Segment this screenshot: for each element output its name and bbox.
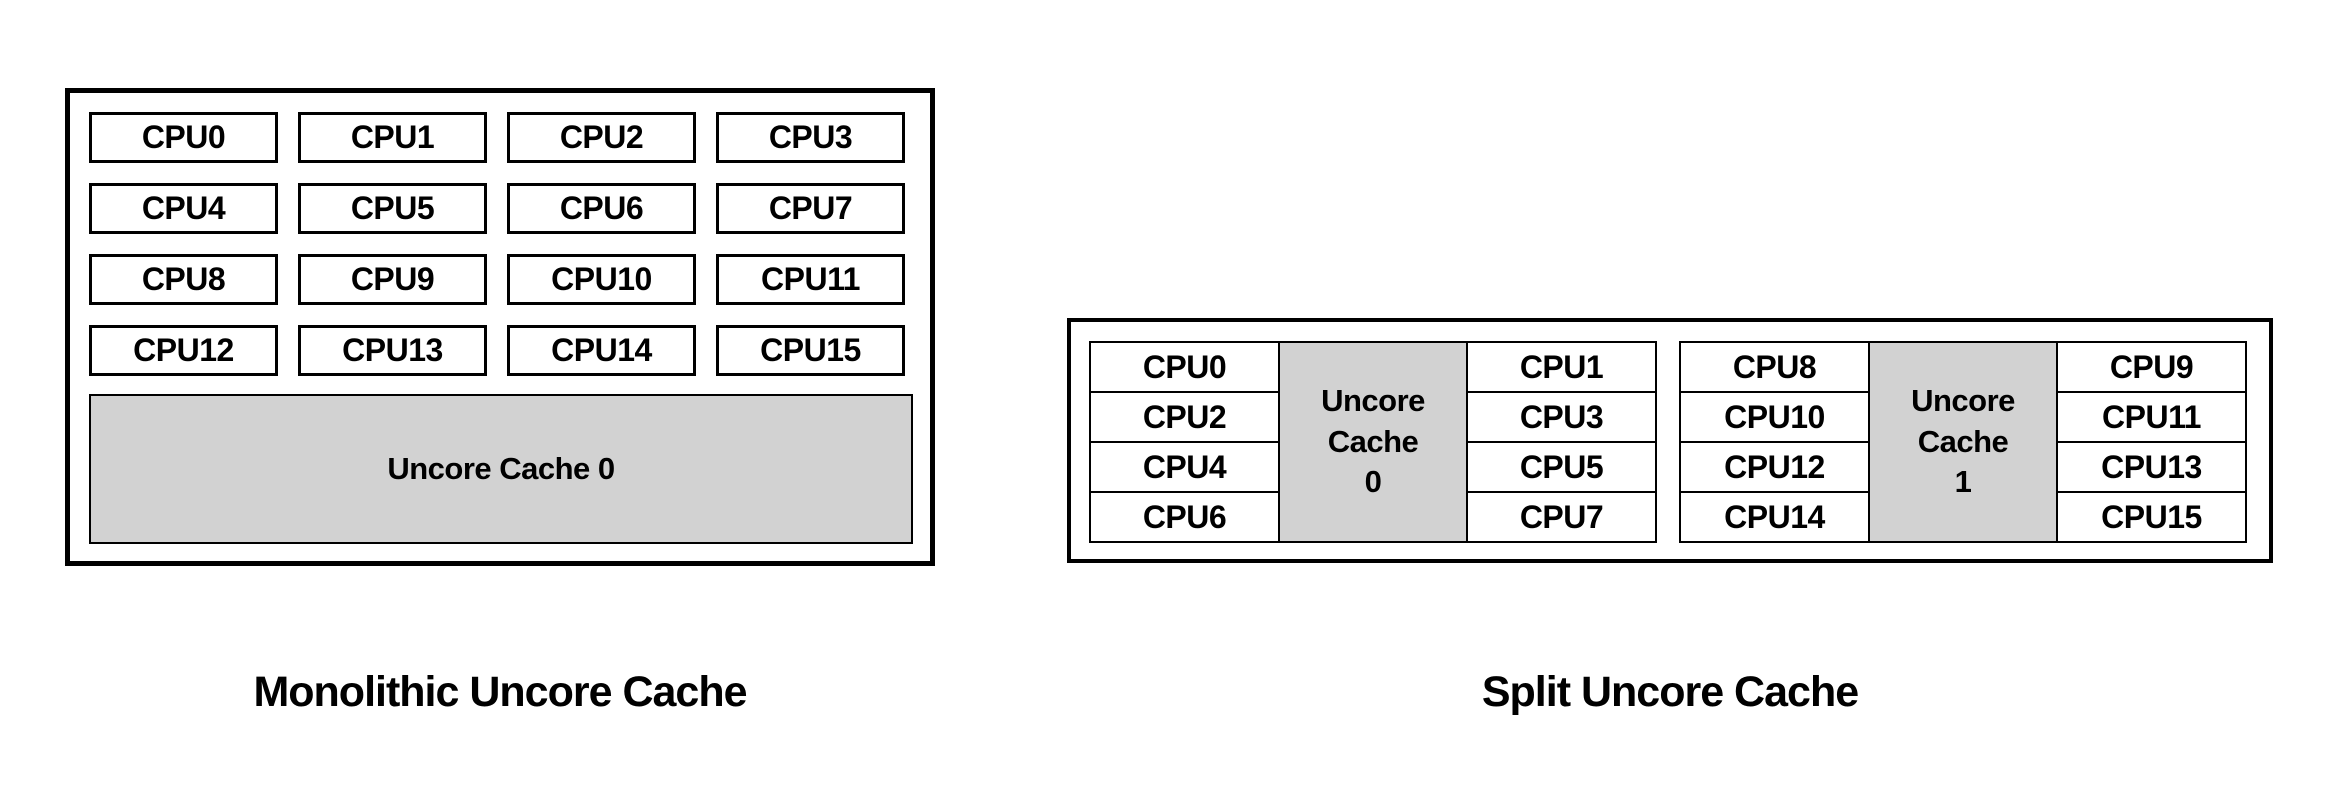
- cpu-box: CPU1: [1466, 341, 1657, 393]
- cpu-box: CPU10: [1679, 391, 1870, 443]
- split-diagram: CPU0 CPU2 CPU4 CPU6 Uncore Cache 0 CPU1 …: [1067, 318, 2273, 563]
- cpu-box: CPU13: [2056, 441, 2247, 493]
- cpu-box: CPU13: [298, 325, 487, 376]
- cache-label-line: 0: [1364, 464, 1382, 500]
- cpu-box: CPU15: [2056, 491, 2247, 543]
- cache-group-1: CPU8 CPU10 CPU12 CPU14 Uncore Cache 1 CP…: [1679, 341, 2247, 559]
- uncore-cache-0-box: Uncore Cache 0: [1278, 341, 1468, 543]
- cpu-box: CPU7: [1466, 491, 1657, 543]
- cache-label-line: Cache: [1327, 423, 1419, 459]
- cpu-box: CPU11: [716, 254, 905, 305]
- cache-label-line: 1: [1954, 464, 1972, 500]
- group0-left-cpu-column: CPU0 CPU2 CPU4 CPU6: [1089, 341, 1280, 559]
- cpu-box: CPU12: [89, 325, 278, 376]
- uncore-cache-1-box: Uncore Cache 1: [1868, 341, 2058, 543]
- cpu-box: CPU5: [298, 183, 487, 234]
- group1-left-cpu-column: CPU8 CPU10 CPU12 CPU14: [1679, 341, 1870, 559]
- cpu-box: CPU2: [1089, 391, 1280, 443]
- cpu-box: CPU9: [298, 254, 487, 305]
- uncore-cache-0-box: Uncore Cache 0: [89, 394, 913, 544]
- group1-right-cpu-column: CPU9 CPU11 CPU13 CPU15: [2056, 341, 2247, 559]
- cpu-box: CPU9: [2056, 341, 2247, 393]
- cpu-box: CPU6: [1089, 491, 1280, 543]
- cpu-box: CPU14: [507, 325, 696, 376]
- cpu-box: CPU4: [89, 183, 278, 234]
- cpu-box: CPU2: [507, 112, 696, 163]
- cpu-box: CPU7: [716, 183, 905, 234]
- cache-label-line: Uncore: [1321, 382, 1425, 418]
- cache-label-line: Uncore: [1911, 382, 2015, 418]
- monolithic-diagram: CPU0 CPU1 CPU2 CPU3 CPU4 CPU5 CPU6 CPU7 …: [65, 88, 935, 566]
- group0-right-cpu-column: CPU1 CPU3 CPU5 CPU7: [1466, 341, 1657, 559]
- cpu-box: CPU0: [89, 112, 278, 163]
- cpu-box: CPU0: [1089, 341, 1280, 393]
- cpu-box: CPU10: [507, 254, 696, 305]
- cpu-box: CPU8: [89, 254, 278, 305]
- cpu-box: CPU3: [1466, 391, 1657, 443]
- cpu-box: CPU6: [507, 183, 696, 234]
- cpu-box: CPU5: [1466, 441, 1657, 493]
- cpu-box: CPU14: [1679, 491, 1870, 543]
- split-caption: Split Uncore Cache: [1481, 668, 1859, 716]
- cpu-box: CPU4: [1089, 441, 1280, 493]
- cpu-box: CPU12: [1679, 441, 1870, 493]
- monolithic-caption: Monolithic Uncore Cache: [253, 668, 747, 716]
- cpu-box: CPU15: [716, 325, 905, 376]
- cpu-box: CPU1: [298, 112, 487, 163]
- cpu-box: CPU3: [716, 112, 905, 163]
- cpu-box: CPU11: [2056, 391, 2247, 443]
- cache-label-line: Cache: [1917, 423, 2009, 459]
- cpu-box: CPU8: [1679, 341, 1870, 393]
- cache-group-0: CPU0 CPU2 CPU4 CPU6 Uncore Cache 0 CPU1 …: [1089, 341, 1657, 559]
- monolithic-cpu-grid: CPU0 CPU1 CPU2 CPU3 CPU4 CPU5 CPU6 CPU7 …: [89, 112, 930, 376]
